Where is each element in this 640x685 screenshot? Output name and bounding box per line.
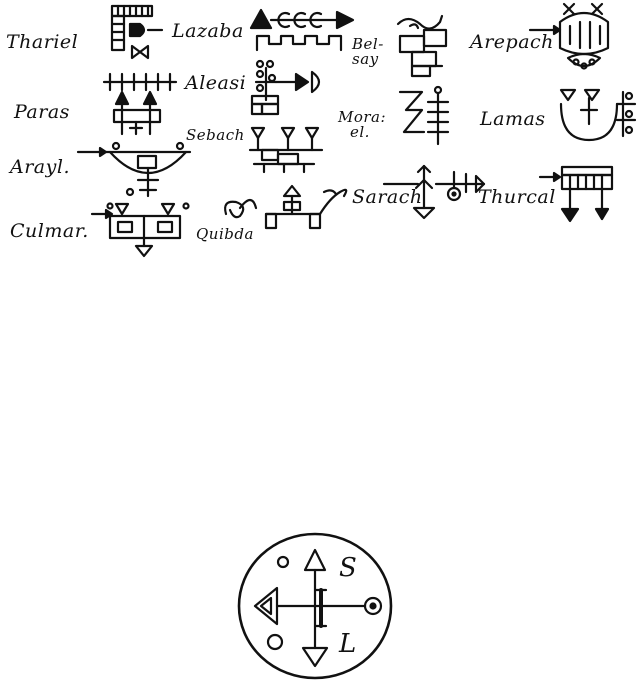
sigil-belsay (396, 14, 448, 78)
label-paras: Paras (14, 101, 70, 123)
label-quibda: Quibda (196, 225, 254, 243)
label-thariel: Thariel (6, 31, 79, 53)
label-arepach: Arepach (470, 31, 554, 53)
sigil-thurcal (538, 165, 614, 223)
label-sebach: Sebach (186, 126, 245, 144)
label-arayl: Arayl. (10, 156, 70, 178)
seal-circle: S L (237, 532, 393, 680)
label-belsay-line2: say (352, 50, 379, 68)
label-aleasi: Aleasi (185, 72, 247, 94)
sigil-lamas (559, 88, 637, 142)
sigil-sebach (248, 126, 324, 174)
sigil-aleasi (250, 59, 321, 116)
sigil-culmar (90, 202, 190, 258)
sigil-paras (102, 72, 178, 136)
sigil-arepach (528, 2, 610, 70)
label-moreal-line2: el. (350, 123, 370, 141)
label-belsay-line1: Bel- (352, 35, 384, 53)
label-moreal-line1: Mora: (338, 108, 387, 126)
sigil-lazaba (249, 8, 355, 52)
sigil-quibda (224, 184, 348, 230)
sigil-arayl (76, 141, 192, 198)
seal-letter-l: L (338, 629, 356, 659)
seal-letter-s: S (339, 553, 357, 583)
label-lazaba: Lazaba (172, 20, 244, 42)
label-sarach: Sarach (352, 186, 423, 208)
label-thurcal: Thurcal (478, 186, 556, 208)
label-lamas: Lamas (480, 108, 546, 130)
sigil-moreal (398, 85, 450, 146)
sigil-thariel (110, 4, 164, 60)
sigil-sarach (382, 164, 486, 220)
label-culmar: Culmar. (10, 220, 89, 242)
